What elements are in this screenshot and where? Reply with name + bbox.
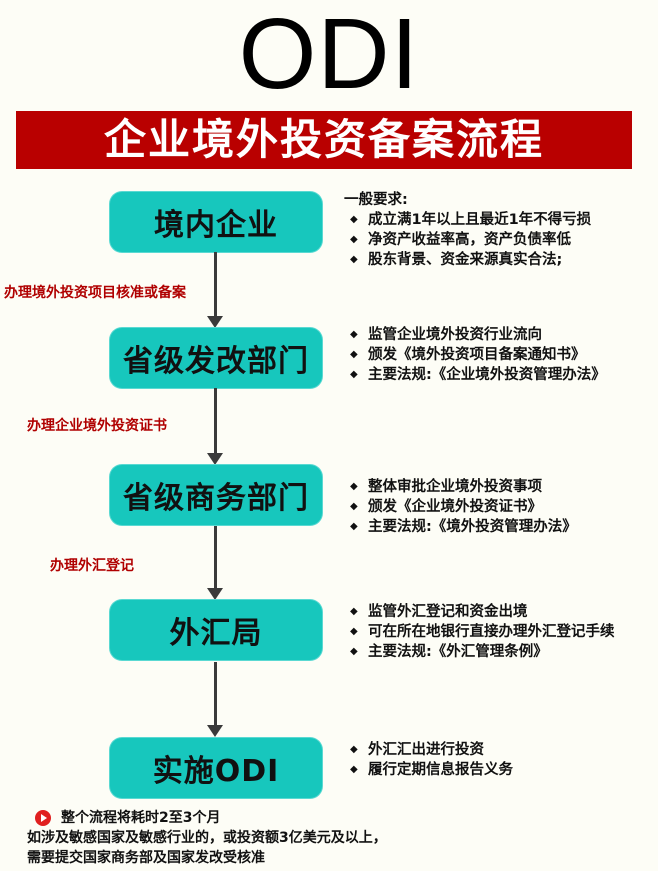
diamond-bullet-icon: ◆ [350,501,358,512]
diamond-bullet-icon: ◆ [350,369,358,380]
edge-label-3: 办理外汇登记 [50,558,134,574]
step-1-notes: 一般要求: ◆成立满1年以上且最近1年不得亏损 ◆净资产收益率高，资产负债率低 … [344,190,591,270]
flow-arrow-line [214,526,217,589]
note-item: ◆整体审批企业境外投资事项 [350,479,542,495]
diamond-bullet-icon: ◆ [350,481,358,492]
step-2-notes: ◆监管企业境外投资行业流向 ◆颁发《境外投资项目备案通知书》 ◆主要法规:《企业… [344,325,629,385]
edge-label-2: 办理企业境外投资证书 [27,418,167,434]
note-item: ◆成立满1年以上且最近1年不得亏损 [350,212,592,228]
flow-arrow-line [214,388,217,454]
note-item: ◆颁发《境外投资项目备案通知书》 [350,347,586,363]
step-4-notes: ◆监管外汇登记和资金出境 ◆可在所在地银行直接办理外汇登记手续 ◆主要法规:《外… [344,602,634,662]
flow-arrow-line [214,662,217,726]
diamond-bullet-icon: ◆ [350,254,358,265]
flow-arrow-line [214,252,217,317]
edge-label-1: 办理境外投资项目核准或备案 [4,285,186,301]
diamond-bullet-icon: ◆ [350,626,358,637]
step-5-notes: ◆外汇汇出进行投资 ◆履行定期信息报告义务 [344,740,513,780]
note-item: ◆净资产收益率高，资产负债率低 [350,232,571,248]
arrow-down-icon [207,588,223,600]
arrow-down-icon [207,316,223,328]
note-item: ◆主要法规:《外汇管理条例》 [350,644,548,660]
note-item: ◆可在所在地银行直接办理外汇登记手续 [350,624,615,640]
diamond-bullet-icon: ◆ [350,214,358,225]
diamond-bullet-icon: ◆ [350,744,358,755]
note-item: ◆外汇汇出进行投资 [350,742,484,758]
duration-text: 整个流程将耗时2至3个月 [61,810,221,826]
note-item: ◆颁发《企业境外投资证书》 [350,499,542,515]
diamond-bullet-icon: ◆ [350,646,358,657]
diamond-bullet-icon: ◆ [350,234,358,245]
step-implement-odi: 实施ODI [110,738,322,798]
note-item: ◆履行定期信息报告义务 [350,762,513,778]
sensitive-note-line-2: 需要提交国家商务部及国家发改受核准 [27,850,265,866]
diamond-bullet-icon: ◆ [350,349,358,360]
note-item: ◆股东背景、资金来源真实合法; [350,252,563,268]
note-item: ◆主要法规:《境外投资管理办法》 [350,519,577,535]
step-safe-forex-bureau: 外汇局 [110,600,322,660]
play-icon [35,810,51,826]
footer-note: 整个流程将耗时2至3个月 如涉及敏感国家及敏感行业的，或投资额3亿美元及以上， … [27,808,387,868]
notes-heading: 一般要求: [344,192,408,208]
diamond-bullet-icon: ◆ [350,764,358,775]
page-title: ODI [238,0,420,110]
arrow-down-icon [207,453,223,465]
diamond-bullet-icon: ◆ [350,521,358,532]
step-domestic-enterprise: 境内企业 [110,192,322,252]
note-item: ◆监管企业境外投资行业流向 [350,327,542,343]
step-provincial-commerce: 省级商务部门 [110,465,322,525]
step-3-notes: ◆整体审批企业境外投资事项 ◆颁发《企业境外投资证书》 ◆主要法规:《境外投资管… [344,477,577,537]
step-provincial-ndrc: 省级发改部门 [110,328,322,388]
subtitle-banner: 企业境外投资备案流程 [16,111,632,169]
note-item: ◆监管外汇登记和资金出境 [350,604,528,620]
diamond-bullet-icon: ◆ [350,329,358,340]
note-item: ◆主要法规:《企业境外投资管理办法》 [350,367,606,383]
sensitive-note-line-1: 如涉及敏感国家及敏感行业的，或投资额3亿美元及以上， [27,830,387,846]
arrow-down-icon [207,725,223,737]
diamond-bullet-icon: ◆ [350,606,358,617]
